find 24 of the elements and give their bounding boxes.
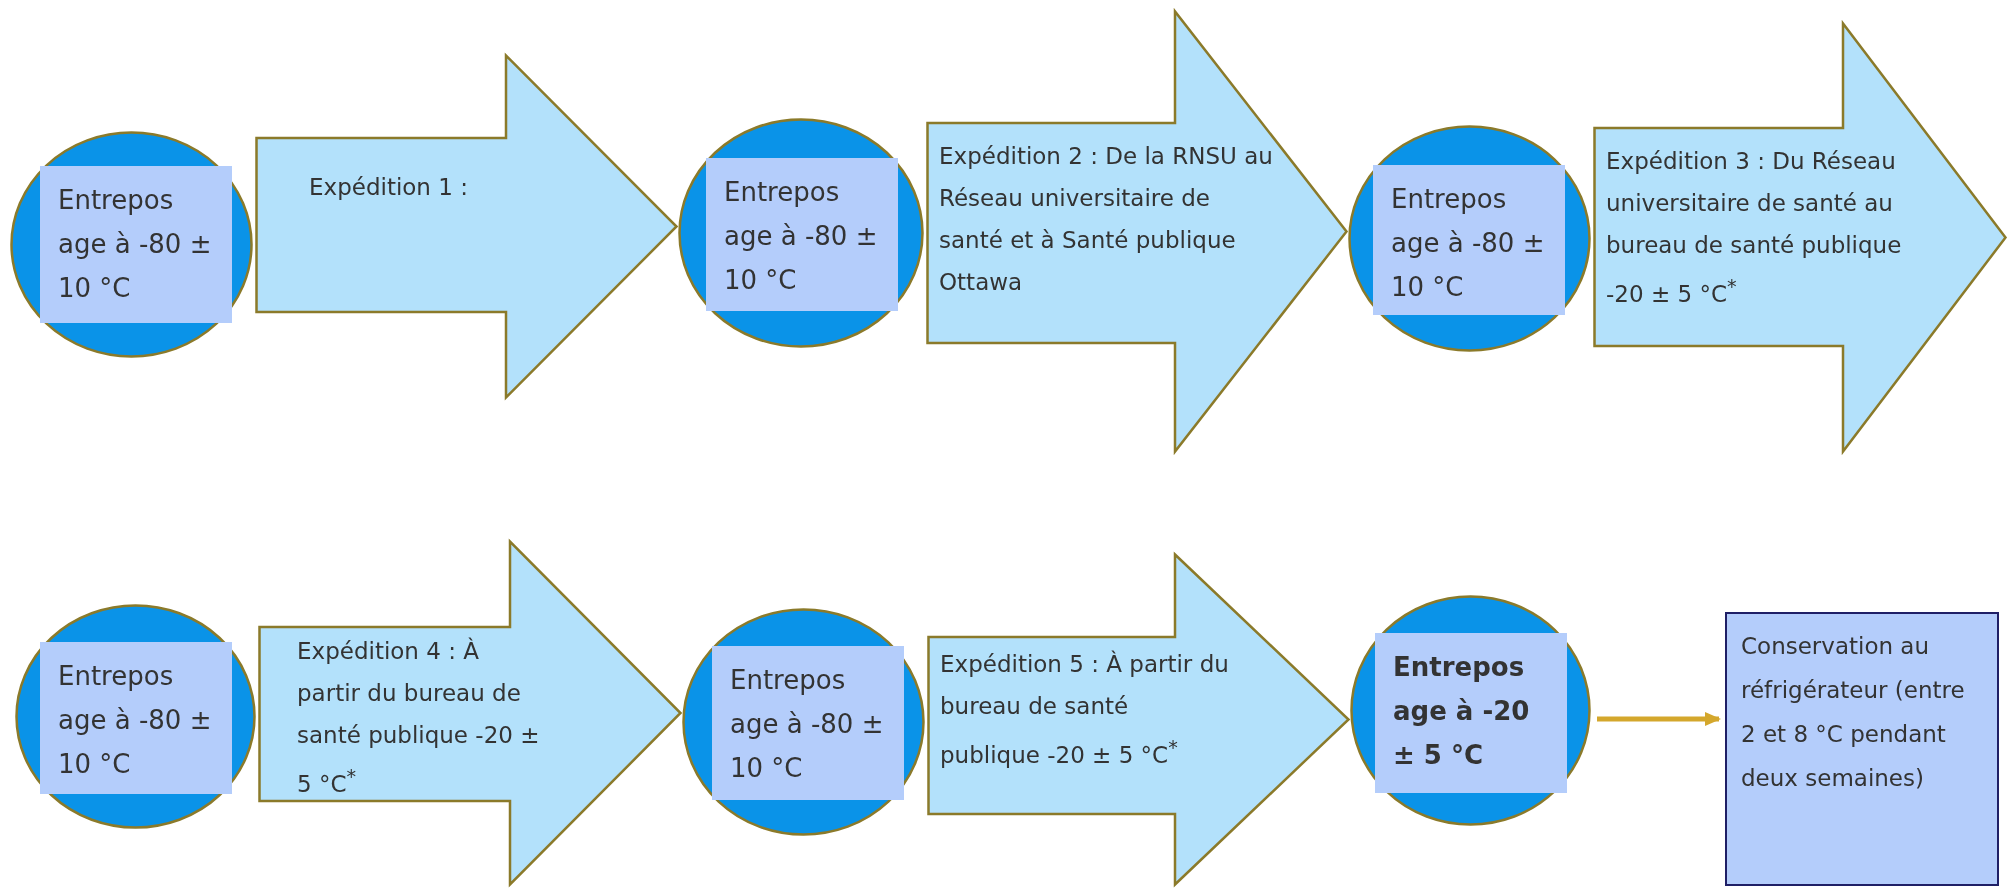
storage-label: Entrepos age à -20 ± 5 °C [1375, 633, 1567, 793]
arrow [1597, 712, 1721, 726]
shipment-arrow [1593, 19, 2007, 456]
storage-circle [10, 131, 253, 358]
storage-label: Entrepos age à -80 ± 10 °C [1373, 165, 1565, 315]
storage-circle [1350, 595, 1591, 826]
storage-box: Conservation au réfrigérateur (entre 2 et 8 °C pendant deux semaines) [1725, 612, 1999, 886]
edge-label: Expédition 4 : À partir du bureau de santé publique -20 ± 5 °C$^{*}$ [297, 636, 541, 799]
edge-label: Expédition 1 : [309, 173, 469, 202]
storage-label: Entrepos age à -80 ± 10 °C [712, 646, 904, 800]
storage-label: Entrepos age à -80 ± 10 °C [40, 166, 232, 323]
shipment-arrow [926, 7, 1349, 456]
shipment-arrow [258, 538, 683, 888]
storage-circle [15, 604, 256, 829]
edge-label: Expédition 3 : Du Réseau universitaire de santé au bureau de santé publique -20 ± 5 °C$^{*}$ [1606, 147, 1903, 309]
storage-label: Entrepos age à -80 ± 10 °C [40, 642, 232, 794]
shipment-arrow [927, 551, 1351, 888]
edge-label: Expédition 2 : De la RNSU au Réseau universitaire de santé et à Santé publique Ottawa [939, 142, 1274, 297]
edge-label: Expédition 5 : À partir du bureau de santé publique -20 ± 5 °C$^{*}$ [940, 649, 1230, 770]
storage-circle [682, 608, 925, 836]
storage-circle [1348, 125, 1591, 352]
storage-label: Entrepos age à -80 ± 10 °C [706, 158, 898, 311]
storage-circle [678, 118, 924, 348]
shipment-arrow [255, 52, 679, 401]
